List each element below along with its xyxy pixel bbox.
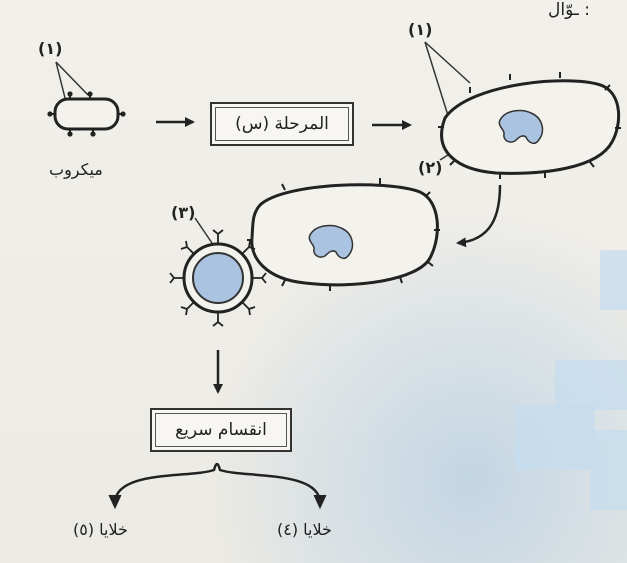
division-brace — [113, 462, 322, 504]
nucleus-2 — [308, 224, 354, 259]
label-1-microbe: (١) — [38, 39, 63, 58]
label-2: (٢) — [418, 158, 443, 177]
label-1-macrophage: (١) — [408, 20, 433, 39]
macrophage-cell-2 — [247, 178, 440, 291]
watermark-block — [555, 360, 627, 410]
label-3: (٣) — [171, 203, 196, 222]
watermark-block — [515, 405, 595, 470]
question-header: ـوّال : — [548, 0, 590, 20]
rapid-division-box: انقسام سريع — [150, 408, 292, 452]
receptor-icons — [169, 229, 267, 327]
flow-arrows — [156, 117, 502, 394]
nucleus-1 — [498, 109, 544, 144]
microbe-shape — [47, 91, 126, 137]
microbe-label: ميكروب — [49, 160, 103, 179]
stage-s-box: المرحلة (س) — [210, 102, 354, 146]
macrophage-cell-1 — [438, 72, 621, 179]
brace-arrow-left — [108, 494, 122, 510]
lymphocyte-cell — [169, 217, 267, 327]
cells-5-label: خلايا (٥) — [73, 520, 128, 539]
brace-arrow-right — [313, 494, 327, 510]
watermark-block — [600, 250, 627, 310]
watermark-block — [590, 430, 627, 510]
cells-4-label: خلايا (٤) — [277, 520, 332, 539]
